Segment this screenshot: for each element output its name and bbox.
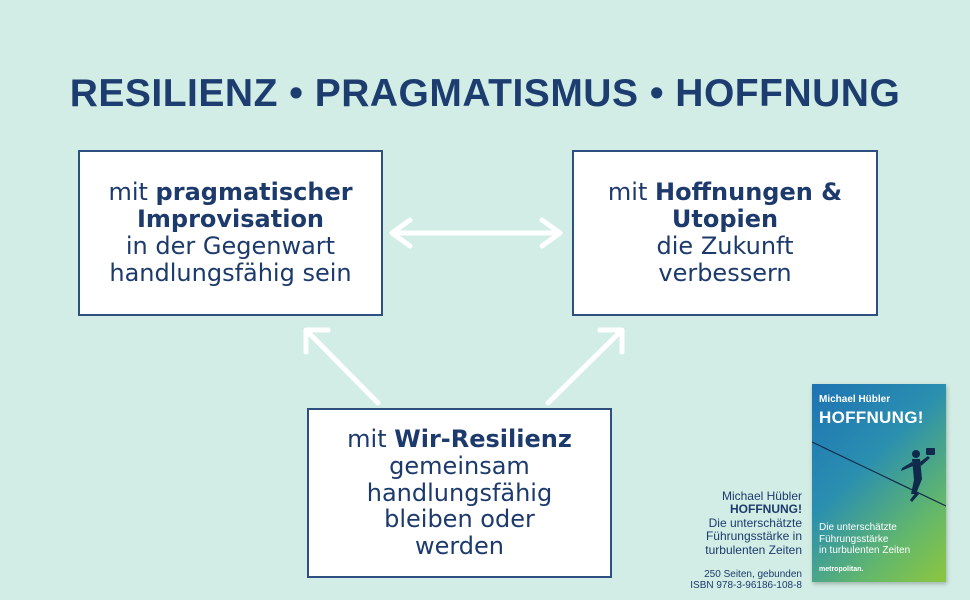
box-hope: mit Hoffnungen & Utopien die Zukunft ver…	[572, 150, 878, 316]
book-subtitle-2: Führungsstärke in	[705, 529, 802, 544]
cover-subtitle-3: in turbulenten Zeiten	[819, 545, 911, 556]
box-left-prefix: mit	[108, 178, 148, 207]
book-pages: 250 Seiten, gebunden	[704, 569, 802, 581]
box-pragmatism: mit pragmatischer Improvisation in der G…	[78, 150, 383, 316]
box-right-rest: die Zukunft verbessern	[656, 232, 794, 287]
book-cover: Michael Hübler HOFFNUNG! Die unterschätz…	[812, 384, 946, 582]
book-info: Michael Hübler HOFFNUNG! Die unterschätz…	[690, 489, 802, 592]
box-bottom-bold: Wir-Resilienz	[394, 424, 572, 453]
cover-author: Michael Hübler	[819, 394, 891, 405]
arrow-bottom-to-left	[303, 327, 381, 406]
box-left-bold: pragmatischer Improvisation	[136, 178, 353, 234]
book-author: Michael Hübler	[721, 489, 802, 503]
cover-publisher: metropolitan.	[819, 566, 864, 573]
box-left-rest: in der Gegenwart handlungsfähig sein	[109, 232, 352, 287]
box-bottom-rest: gemeinsam handlungsfähig bleiben oder we…	[366, 451, 553, 561]
cover-subtitle-1: Die unterschätzte	[819, 522, 897, 533]
book-subtitle-3: turbulenten Zeiten	[705, 542, 802, 557]
book-isbn: ISBN 978-3-96186-108-8	[690, 580, 802, 592]
cover-title: HOFFNUNG!	[819, 408, 924, 427]
box-bottom-prefix: mit	[347, 424, 387, 453]
arrow-bottom-to-right	[545, 327, 625, 406]
box-right-bold: Hoffnungen & Utopien	[655, 178, 843, 234]
tightrope-walker-icon	[812, 441, 946, 507]
box-right-prefix: mit	[607, 178, 648, 207]
box-resilience: mit Wir-Resilienz gemeinsam handlungsfäh…	[307, 408, 612, 578]
cover-subtitle: Die unterschätzte Führungsstärke in turb…	[819, 522, 910, 557]
book-title: HOFFNUNG!	[730, 502, 802, 517]
cover-subtitle-2: Führungsstärke	[819, 533, 889, 545]
page-title: RESILIENZ • PRAGMATISMUS • HOFFNUNG	[69, 72, 901, 115]
book-subtitle-1: Die unterschätzte	[708, 515, 802, 530]
double-arrow-horizontal	[389, 217, 563, 249]
